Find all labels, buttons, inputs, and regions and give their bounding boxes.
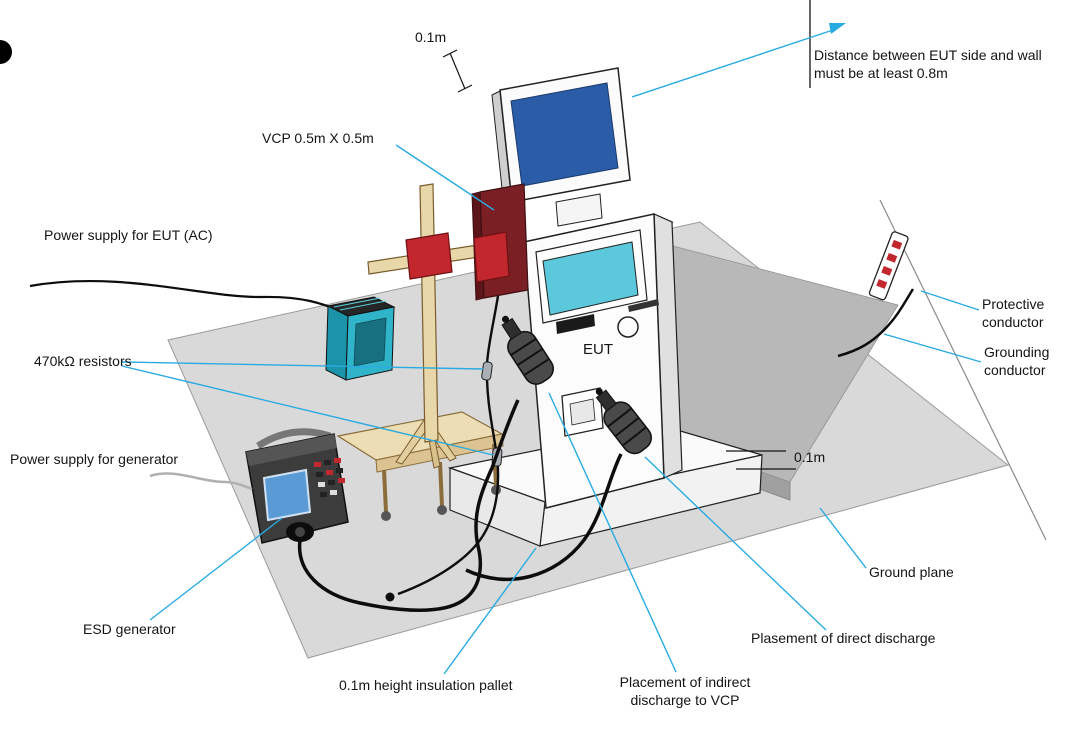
table-caster [437, 505, 447, 515]
eut-power-supply [325, 296, 396, 381]
leader-resistor-top [121, 361, 484, 370]
arm-clamp [405, 232, 453, 280]
label-ground-plane: Ground plane [869, 564, 954, 580]
generator-handle [256, 428, 332, 449]
vcp-clamp [473, 231, 510, 283]
generator-screen [262, 468, 312, 522]
edge-artifact [0, 40, 12, 64]
esd-generator-device [245, 428, 349, 544]
label-vcp: VCP 0.5m X 0.5m [262, 130, 374, 146]
label-insulation-pallet: 0.1m height insulation pallet [339, 677, 513, 693]
label-resistors: 470kΩ resistors [34, 353, 132, 369]
leader-vcp [395, 144, 495, 211]
card-slot-inner [569, 398, 596, 426]
generator-buttons [314, 458, 345, 497]
insulation-pallet-left [449, 467, 546, 547]
kiosk-round-button [617, 316, 639, 338]
label-grounding-conductor: Grounding conductor [984, 344, 1050, 378]
discharge-gun-direct [595, 388, 652, 455]
monitor-screen [510, 82, 619, 187]
leader-pallet [443, 547, 537, 675]
discharge-gun-indirect [501, 315, 554, 385]
label-eut: EUT [583, 341, 613, 358]
leader-grounding [883, 333, 982, 363]
label-power-supply-generator: Power supply for generator [10, 451, 179, 467]
eut-ac-cable [29, 280, 341, 313]
leader-ground-plane [819, 507, 867, 569]
wall-distance-line [631, 28, 837, 98]
ground-bond-point [385, 592, 395, 602]
label-dim-top: 0.1m [415, 29, 447, 45]
kiosk-slot [556, 314, 595, 334]
monitor-neck [555, 193, 603, 227]
label-esd-generator: ESD generator [83, 621, 176, 637]
leader-protective [920, 290, 980, 311]
gun-cable-indirect [297, 399, 520, 612]
leader-direct [644, 456, 827, 631]
wall-distance-arrowhead [829, 23, 846, 34]
kiosk-screen [542, 241, 639, 316]
gun-cable-direct [465, 453, 623, 582]
label-wall-distance: Distance between EUT side and wall must … [814, 47, 1042, 81]
resistor-top [481, 361, 493, 381]
protective-conductor-strip [868, 231, 909, 301]
dim-top-line [449, 52, 466, 90]
dimension-marks [442, 49, 796, 470]
table-caster [491, 485, 501, 495]
leader-indirect [548, 392, 677, 673]
kiosk-slot-right [628, 299, 659, 312]
label-direct-discharge: Plasement of direct discharge [751, 630, 936, 646]
leader-lines [121, 23, 982, 675]
label-protective-conductor: Protective conductor [982, 296, 1045, 330]
label-power-supply-eut: Power supply for EUT (AC) [44, 227, 213, 243]
generator-power-cable [149, 472, 253, 491]
label-indirect-discharge: Placement of indirect discharge to VCP [619, 674, 751, 708]
leader-resistor-bottom [121, 365, 494, 456]
grounding-conductor-cable [837, 288, 915, 358]
leader-esd-generator [149, 517, 283, 621]
table-caster [381, 511, 391, 521]
wall-base-line [879, 199, 1047, 541]
label-dim-right: 0.1m [794, 449, 826, 465]
